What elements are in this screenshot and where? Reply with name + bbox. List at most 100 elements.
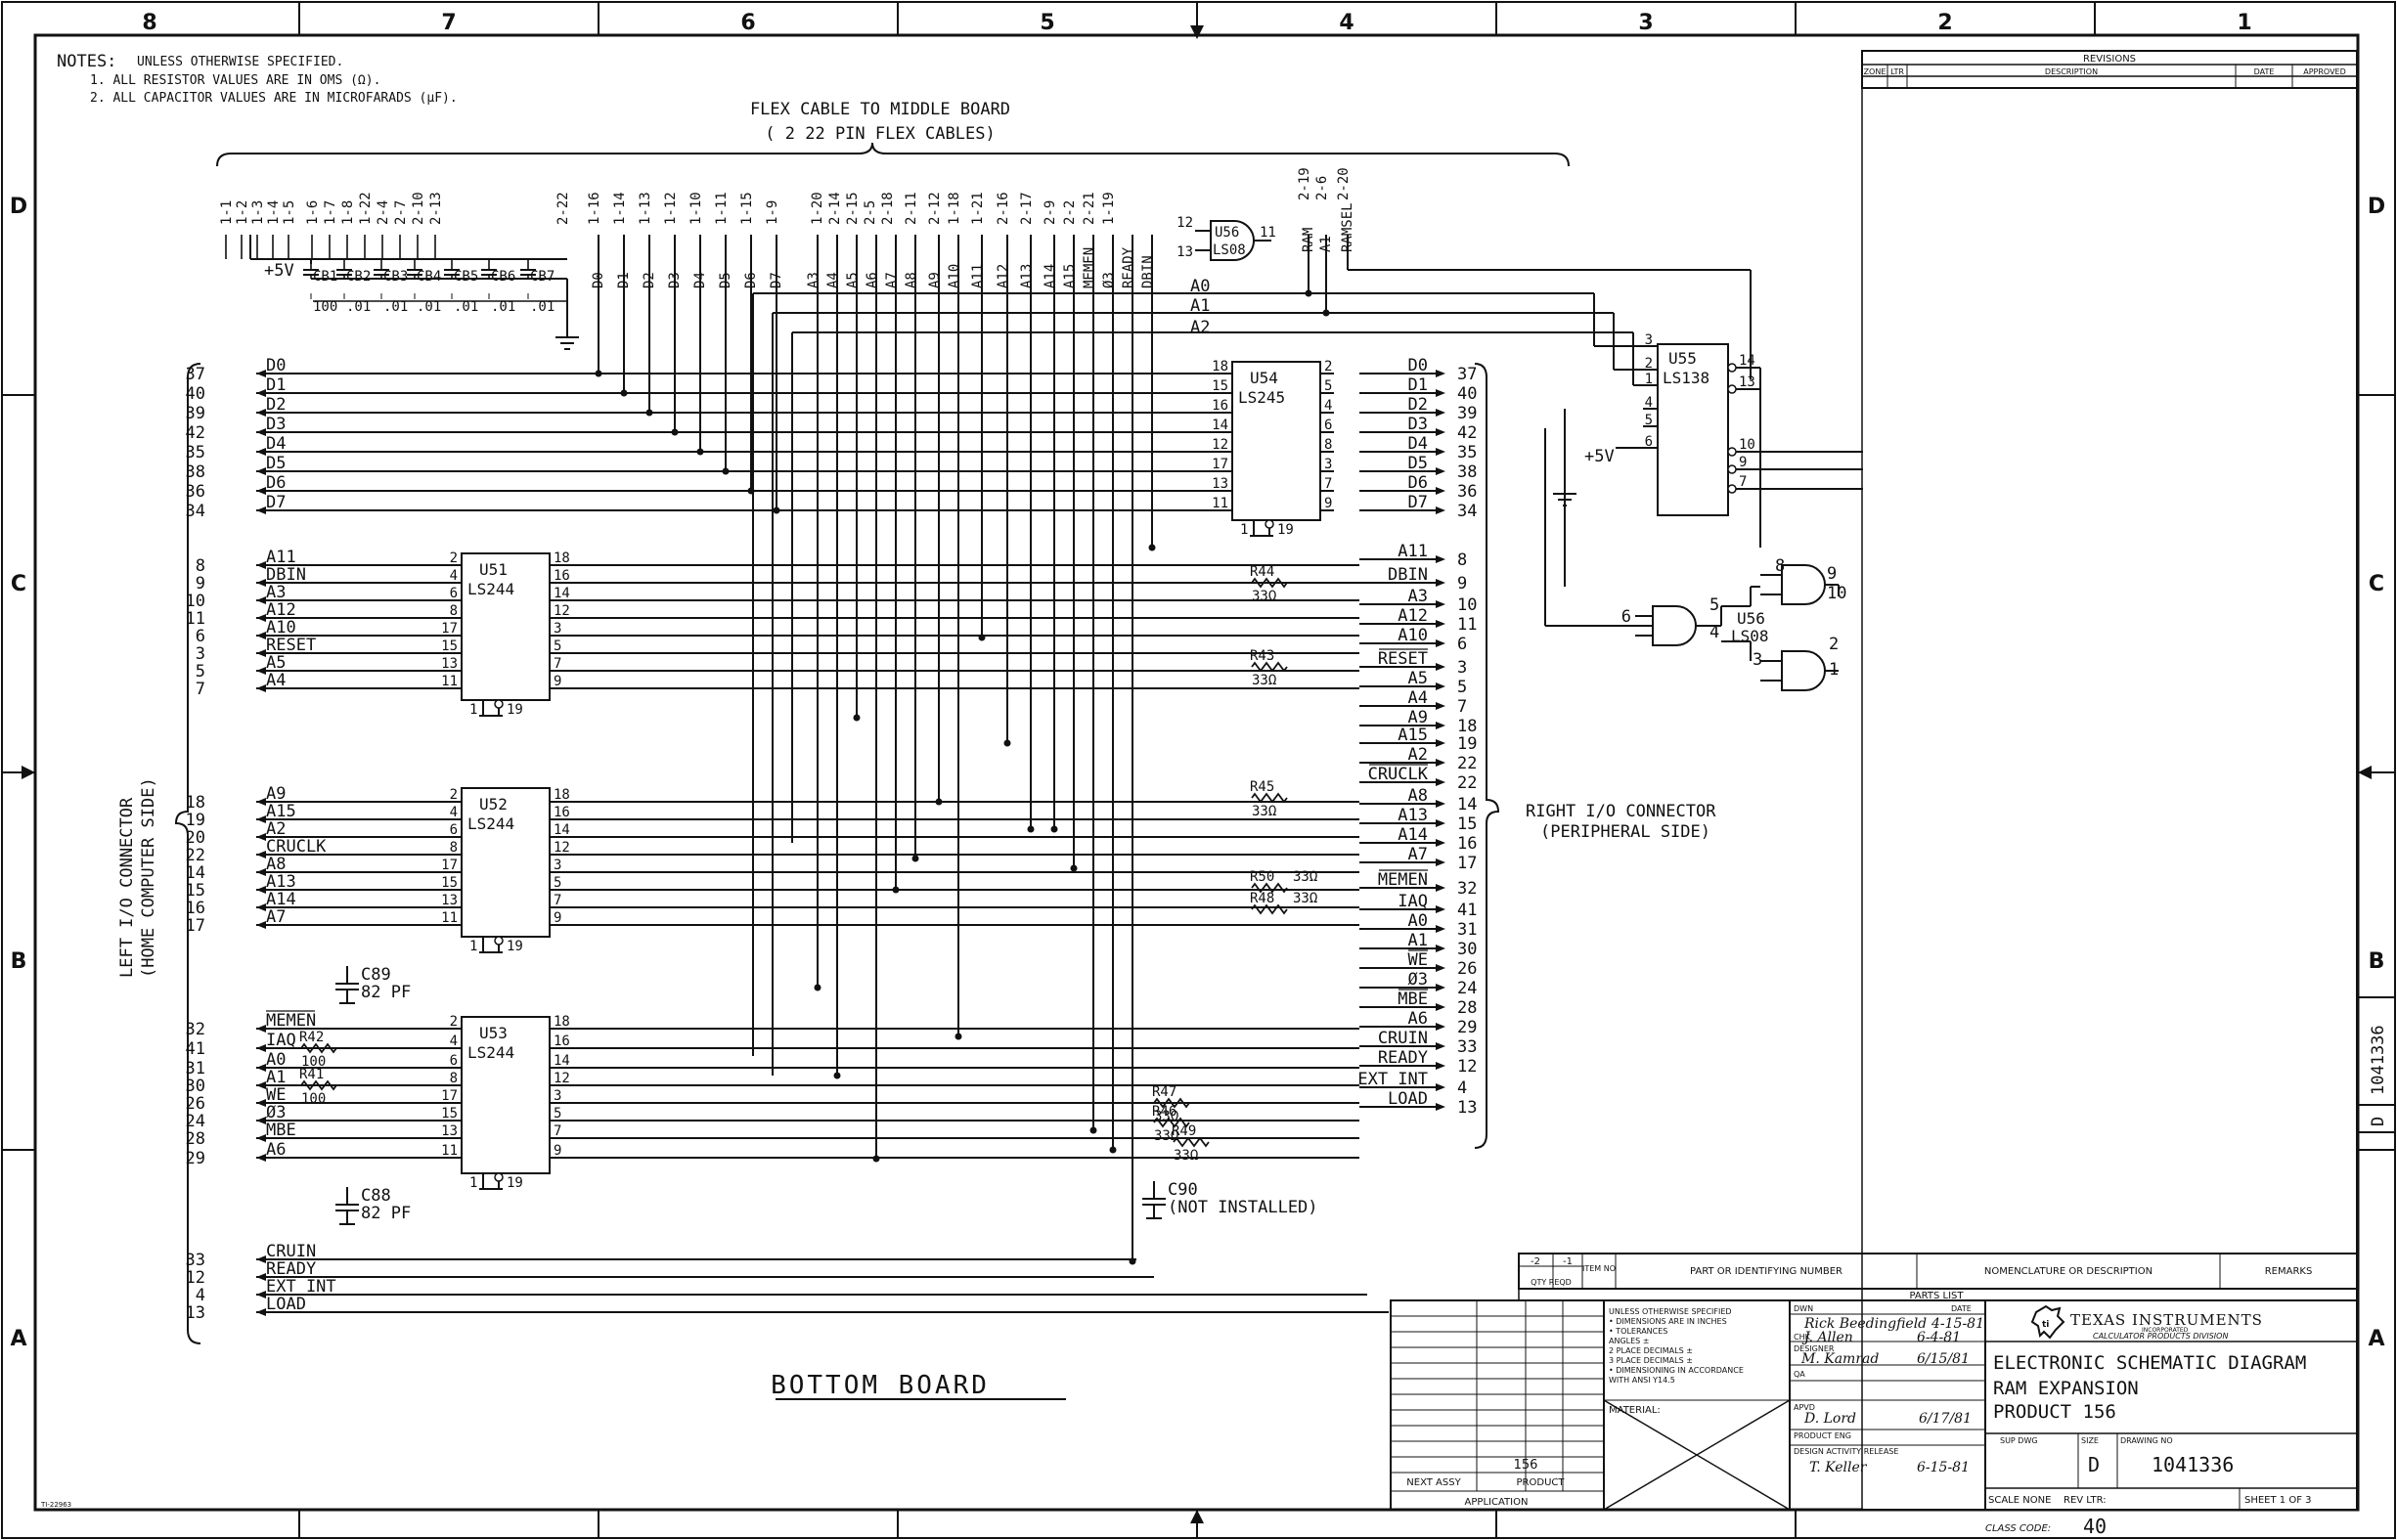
arrow-right (1436, 370, 1445, 377)
u52-in-number: 17 (441, 858, 458, 873)
tb-qa-label: QA (1794, 1370, 1805, 1379)
u56b-pin: 2 (1829, 635, 1839, 654)
arrow-right (1436, 905, 1445, 913)
left-pin-number: 40 (186, 384, 205, 404)
tb-sig-dwn: Rick Beedingfield (1803, 1316, 1927, 1332)
center-arrows (4, 4, 2393, 1537)
side-drawing-number: 1041336 D (2358, 996, 2395, 1133)
tolerance-line: 2 PLACE DECIMALS ± (1609, 1346, 1693, 1355)
left-pin-number: 4 (196, 1286, 205, 1305)
right-signal-name: A3 (1408, 587, 1428, 606)
notes-heading: NOTES: (57, 52, 116, 71)
right-connector-label: RIGHT I/O CONNECTOR (1526, 802, 1716, 821)
u53-in-number: 6 (450, 1053, 458, 1069)
parts-col-nomen: NOMENCLATURE OR DESCRIPTION (1984, 1266, 2153, 1277)
u53-in-number: 13 (441, 1123, 458, 1139)
zone-row-b-left: B (11, 949, 27, 974)
left-pin-number: 19 (186, 811, 205, 830)
right-pin-number: 26 (1457, 959, 1477, 979)
resistor-zigzag (1153, 1117, 1190, 1128)
flex-pin-data: 2-22 (555, 192, 571, 225)
junction-dot (1089, 1126, 1097, 1134)
flex-pin-power: 2-7 (393, 200, 409, 225)
u51-out-number: 18 (554, 550, 570, 566)
left-pin-number: 15 (186, 881, 205, 901)
u55-type: LS138 (1663, 369, 1709, 387)
right-signal-name: D1 (1408, 375, 1428, 395)
left-pin-number: 37 (186, 365, 205, 384)
zone-col-4: 4 (1339, 11, 1354, 35)
top-addr-label: A10 (947, 264, 962, 288)
rev-col-date: DATE (2254, 67, 2275, 76)
right-signal-name: WE (1408, 950, 1428, 970)
arrow-right (1436, 819, 1445, 827)
resistor-ref: R47 (1152, 1084, 1176, 1100)
tb-company-sub1: INCORPORATED (2142, 1327, 2189, 1334)
right-signal-name: IAQ (1398, 892, 1428, 911)
right-signal-name: A7 (1408, 845, 1428, 864)
junction-dot (773, 506, 780, 514)
u53-in-number: 15 (441, 1106, 458, 1122)
bus-wires (550, 235, 1752, 1265)
right-pin-number: 3 (1457, 658, 1467, 678)
tolerance-line: WITH ANSI Y14.5 (1609, 1376, 1675, 1385)
notes-line1: 1. ALL RESISTOR VALUES ARE IN OMS (Ω). (90, 73, 380, 88)
side-drawing-no: 1041336 (2369, 1025, 2388, 1095)
u52-ref: U52 (479, 795, 508, 814)
u51-in-number: 15 (441, 638, 458, 654)
left-signal-name: WE (266, 1085, 286, 1105)
flex-pin-addr: 1-18 (947, 192, 962, 225)
cap-name: CB4 (417, 269, 441, 285)
u55-in-number: 5 (1645, 413, 1653, 428)
flex-pin-addr: 2-14 (827, 192, 843, 225)
left-signal-name: RESET (266, 636, 316, 655)
flex-title: FLEX CABLE TO MIDDLE BOARD (750, 100, 1010, 119)
resistor-ref: R49 (1172, 1123, 1196, 1139)
resistor-ref: R42 (299, 1030, 324, 1045)
u53-out-number: 12 (554, 1071, 570, 1086)
arrow-right (1436, 945, 1445, 952)
u52-bubble (494, 936, 504, 946)
resistor-ref: R45 (1250, 779, 1274, 795)
left-signal-name: Ø3 (266, 1103, 286, 1122)
u56a-gate (1210, 220, 1255, 261)
right-pin-number: 40 (1457, 384, 1477, 404)
flex-pin-data: 1-11 (714, 192, 730, 225)
arrow-right (1436, 506, 1445, 514)
parts-col-remarks: REMARKS (2265, 1266, 2313, 1277)
right-connector-sublabel: (PERIPHERAL SIDE) (1540, 822, 1710, 842)
u54-in-number: 18 (1212, 359, 1228, 374)
tb-title3: PRODUCT 156 (1993, 1401, 2116, 1423)
right-signal-name: A11 (1398, 542, 1428, 561)
u51-in-number: 13 (441, 656, 458, 672)
left-signal-name: D0 (266, 356, 286, 375)
tb-scale: SCALE NONE (1988, 1495, 2051, 1506)
tb-sig-chk: J. Allen (1801, 1330, 1853, 1345)
tb-size-label: SIZE (2081, 1436, 2099, 1445)
u54-en-number: 1 (1240, 522, 1248, 538)
left-pin-number: 14 (186, 863, 205, 883)
right-pin-number: 12 (1457, 1057, 1477, 1077)
zone-col-5: 5 (1040, 11, 1054, 35)
tb-application: APPLICATION (1465, 1497, 1529, 1508)
capacitor-value: (NOT INSTALLED) (1168, 1198, 1318, 1217)
resistor-ref: R44 (1250, 564, 1274, 580)
u55-in-number: 4 (1645, 395, 1653, 411)
resistor-value: 33Ω (1252, 804, 1276, 819)
left-signal-name: A3 (266, 583, 286, 602)
right-connector: RIGHT I/O CONNECTOR (PERIPHERAL SIDE) (1474, 363, 1716, 1149)
tolerances: UNLESS OTHERWISE SPECIFIED• DIMENSIONS A… (1609, 1307, 1744, 1385)
right-signal-name: D4 (1408, 434, 1428, 454)
arrow-right (1436, 858, 1445, 866)
u56b-pin: 1 (1829, 660, 1839, 680)
parts-col-1: -1 (1563, 1256, 1573, 1267)
u53-out-number: 18 (554, 1014, 570, 1030)
cap-value: .01 (530, 299, 555, 315)
u56b-pin: 5 (1709, 595, 1719, 615)
flex-pin-power: 1-2 (235, 200, 250, 225)
left-pin-number: 24 (186, 1112, 205, 1131)
junction-dot (1027, 825, 1035, 833)
parts-col-2: -2 (1531, 1256, 1540, 1267)
u55-bubble (1727, 447, 1737, 457)
